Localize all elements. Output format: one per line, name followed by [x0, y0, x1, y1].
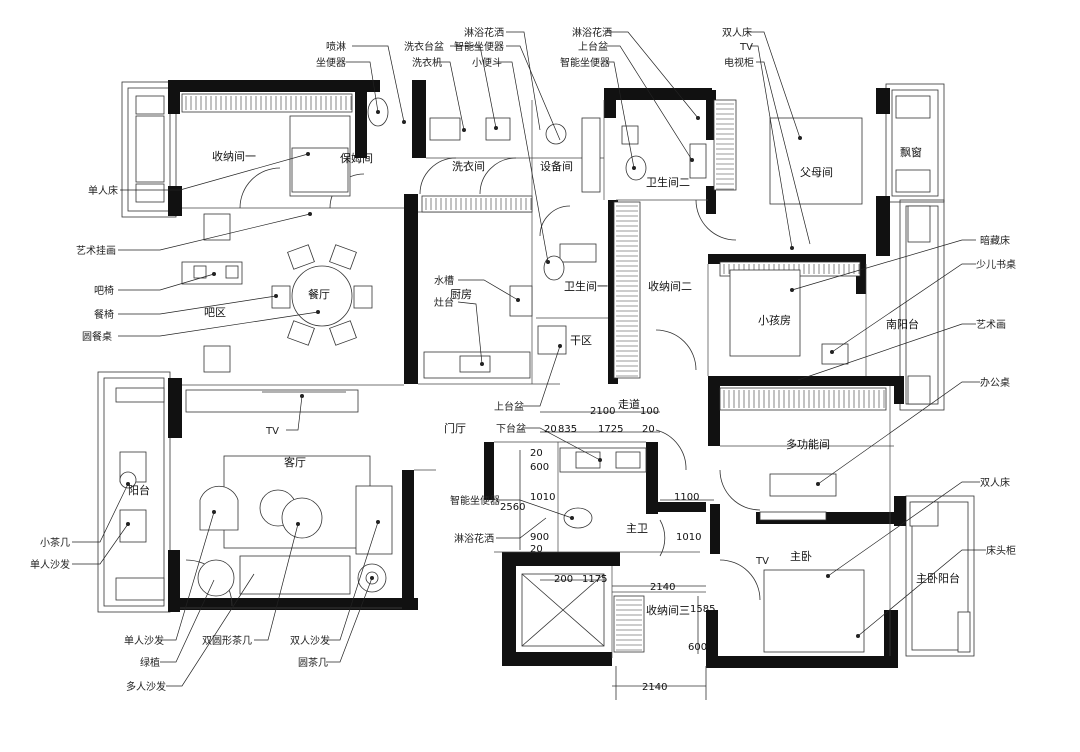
dim-1010b: 1010 — [676, 532, 701, 543]
label-counter-basin: 上台盆 — [578, 40, 608, 53]
room-dry: 干区 — [570, 334, 592, 347]
dim-2140b: 2140 — [642, 682, 667, 693]
dimension-lines — [519, 411, 714, 700]
room-living: 客厅 — [284, 455, 306, 469]
dimension-texts: 2100 100 20 835 1725 20 600 20 1010 2560… — [500, 406, 715, 693]
label-sink: 水槽 — [434, 274, 454, 287]
dim-100: 100 — [640, 406, 659, 417]
room-corridor: 走道 — [618, 397, 640, 411]
label-tv-master: TV — [755, 556, 769, 567]
label-single-bed: 单人床 — [88, 184, 118, 197]
room-foyer: 门厅 — [444, 421, 466, 435]
room-storage1: 收纳间一 — [212, 149, 256, 163]
label-multi-sofa: 多人沙发 — [126, 680, 166, 693]
label-kid-desk: 少儿书桌 — [976, 258, 1016, 271]
dim-20b: 20 — [642, 424, 655, 435]
label-bar-stool: 吧椅 — [94, 284, 114, 297]
dim-1175: 1175 — [582, 574, 607, 585]
storage-hatching — [181, 93, 887, 653]
room-bay: 飘窗 — [900, 145, 922, 159]
label-counter-basin-2: 上台盆 — [494, 400, 524, 413]
room-bath2: 卫生间二 — [646, 175, 690, 189]
walls — [168, 80, 906, 668]
dim-1585: 1585 — [690, 604, 715, 615]
room-master-balcony: 主卧阳台 — [916, 571, 960, 585]
dim-835: 835 — [558, 424, 577, 435]
room-master-bath: 主卫 — [626, 522, 648, 535]
label-double-bed-2: 双人床 — [980, 476, 1010, 489]
label-shower: 喷淋 — [326, 40, 346, 53]
label-single-sofa-2: 单人沙发 — [124, 634, 164, 647]
label-washer: 洗衣机 — [412, 56, 442, 69]
label-shower-head: 淋浴花洒 — [464, 26, 504, 39]
dim-900: 900 — [530, 532, 549, 543]
room-equipment: 设备间 — [540, 159, 573, 173]
label-small-table: 小茶几 — [40, 536, 70, 549]
room-laundry: 洗衣间 — [452, 159, 485, 173]
label-bedside-cabinet: 床头柜 — [986, 544, 1016, 557]
corner-blocks — [115, 95, 971, 653]
label-double-bed: 双人床 — [722, 26, 752, 39]
dim-20c: 20 — [530, 448, 543, 459]
dim-1100: 1100 — [674, 492, 699, 503]
label-art-painting: 艺术画 — [976, 319, 1006, 331]
room-kitchen: 厨房 — [450, 288, 472, 301]
label-single-sofa: 单人沙发 — [30, 558, 70, 571]
room-child: 小孩房 — [758, 314, 791, 327]
label-hidden-bed: 暗藏床 — [980, 234, 1010, 247]
leader-lines — [72, 31, 986, 687]
label-smart-toilet-2: 智能坐便器 — [560, 56, 610, 69]
label-art-hanging: 艺术挂画 — [76, 244, 116, 257]
fixture-dots — [126, 110, 860, 638]
label-tv: TV — [739, 42, 753, 53]
dim-2140a: 2140 — [650, 582, 675, 593]
room-south-balcony: 南阳台 — [886, 317, 919, 331]
room-bar: 吧区 — [204, 306, 226, 319]
furniture — [119, 97, 865, 653]
label-plant: 绿植 — [140, 656, 160, 669]
room-balcony: 阳台 — [128, 483, 150, 497]
label-urinal: 小便斗 — [472, 56, 502, 69]
room-storage3: 收纳间三 — [646, 603, 690, 617]
dim-20d: 20 — [530, 544, 543, 555]
label-double-circle-table: 双圆形茶几 — [202, 634, 252, 647]
label-round-tea-table: 圆茶几 — [298, 656, 328, 669]
room-master: 主卧 — [790, 550, 812, 563]
room-parents: 父母间 — [800, 166, 833, 179]
room-multi: 多功能间 — [786, 437, 830, 451]
callout-labels: 喷淋 坐便器 洗衣台盆 洗衣机 淋浴花洒 智能坐便器 小便斗 淋浴花洒 上台盆 … — [30, 26, 1016, 693]
label-shower-head-3: 淋浴花洒 — [454, 532, 494, 545]
label-round-table: 圆餐桌 — [82, 330, 112, 343]
dim-600: 600 — [530, 462, 549, 473]
label-tv-living: TV — [265, 426, 279, 437]
label-shower-head-2: 淋浴花洒 — [572, 26, 612, 39]
doors — [185, 157, 761, 607]
label-tv-cabinet: 电视柜 — [724, 56, 754, 69]
room-labels: 收纳间一 保姆间 洗衣间 设备间 卫生间二 父母间 飘窗 餐厅 吧区 厨房 卫生… — [128, 145, 960, 617]
label-under-basin: 下台盆 — [496, 422, 526, 435]
hatch-lines — [185, 96, 885, 651]
dim-2560: 2560 — [500, 502, 525, 513]
room-dining: 餐厅 — [308, 287, 330, 301]
room-storage2: 收纳间二 — [648, 279, 692, 293]
label-dining-chair: 餐椅 — [94, 308, 114, 321]
label-double-sofa: 双人沙发 — [290, 634, 330, 647]
dim-600b: 600 — [688, 642, 707, 653]
label-stove: 灶台 — [434, 296, 454, 309]
label-toilet: 坐便器 — [316, 56, 346, 69]
label-smart-toilet-3: 智能坐便器 — [450, 494, 500, 507]
dim-200: 200 — [554, 574, 573, 585]
label-smart-toilet: 智能坐便器 — [454, 40, 504, 53]
label-laundry-sink: 洗衣台盆 — [404, 40, 444, 53]
label-office-desk: 办公桌 — [980, 376, 1010, 389]
dim-1725: 1725 — [598, 424, 623, 435]
dim-1010: 1010 — [530, 492, 555, 503]
room-bath1: 卫生间一 — [564, 279, 608, 293]
dim-20a: 20 — [544, 424, 557, 435]
room-nanny: 保姆间 — [340, 151, 373, 165]
dim-2100: 2100 — [590, 406, 615, 417]
